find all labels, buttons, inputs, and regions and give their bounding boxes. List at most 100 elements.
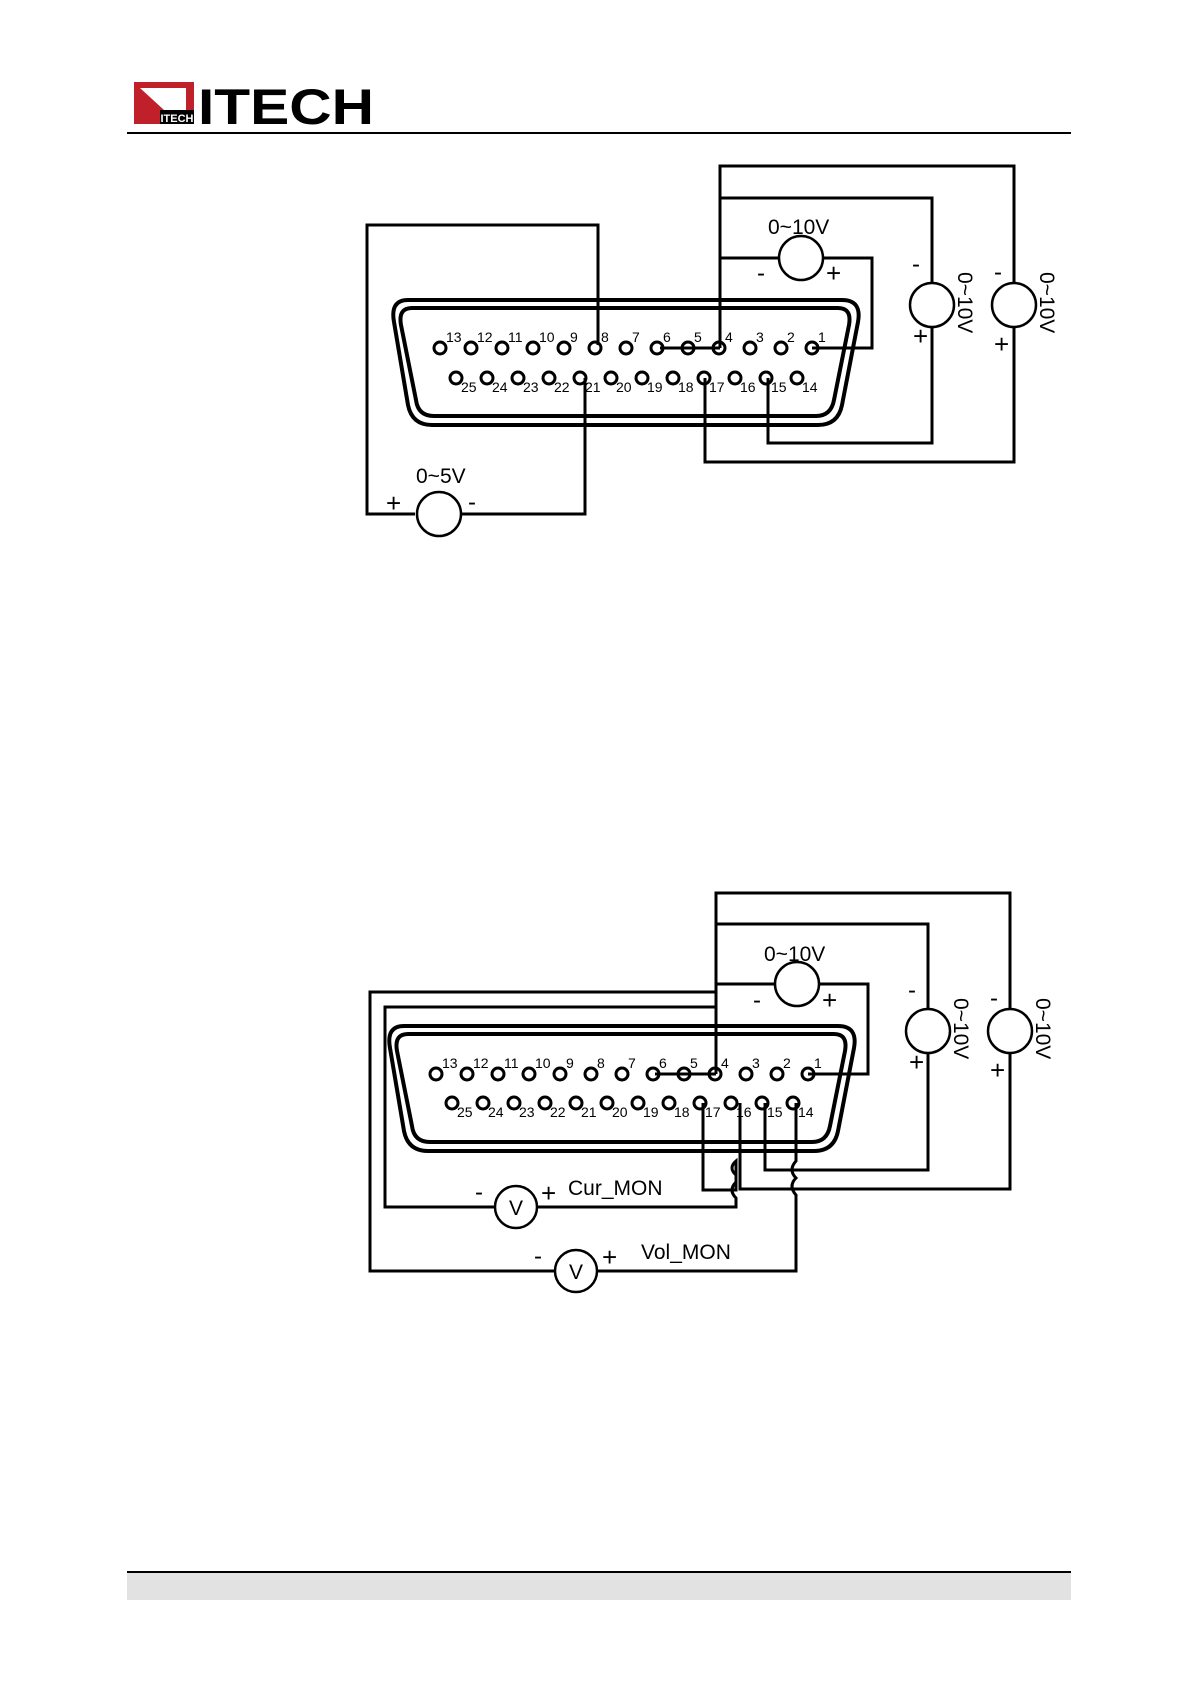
wire-pin21-to-5v [462, 378, 585, 514]
pin-7 [616, 1068, 628, 1080]
pin-3 [740, 1068, 752, 1080]
voltmeter-vol-plus: + [602, 1242, 617, 1272]
pin-label-24: 24 [488, 1104, 504, 1120]
pin-label-1: 1 [818, 329, 826, 345]
pin-label-23: 23 [523, 379, 539, 395]
cur-mon-label: Cur_MON [568, 1177, 663, 1200]
source-right2-label: 0~10V [1035, 272, 1058, 333]
pin-label-13: 13 [446, 329, 462, 345]
source-right1-10v: - + 0~10V [906, 977, 972, 1077]
pin-label-4: 4 [721, 1055, 729, 1071]
source-top-label: 0~10V [764, 943, 825, 966]
pin-8 [585, 1068, 597, 1080]
pin-label-24: 24 [492, 379, 508, 395]
pin-label-12: 12 [473, 1055, 489, 1071]
connector-shell [393, 300, 858, 425]
pin-label-16: 16 [740, 379, 756, 395]
pin-label-18: 18 [674, 1104, 690, 1120]
pin-label-25: 25 [461, 379, 477, 395]
source-top-10v: 0~10V - + [757, 216, 841, 288]
pin-label-13: 13 [442, 1055, 458, 1071]
source-right2-minus: - [990, 985, 998, 1012]
pin-2 [771, 1068, 783, 1080]
pin-label-5: 5 [694, 329, 702, 345]
pin-label-20: 20 [616, 379, 632, 395]
source-top-plus: + [822, 985, 837, 1015]
pin-label-19: 19 [647, 379, 663, 395]
pin-label-9: 9 [566, 1055, 574, 1071]
voltmeter-cur-symbol: V [509, 1197, 523, 1220]
pin-7 [620, 342, 632, 354]
source-right1-label: 0~10V [953, 272, 976, 333]
pin-label-20: 20 [612, 1104, 628, 1120]
pin-label-14: 14 [798, 1104, 814, 1120]
vol-mon-label: Vol_MON [641, 1241, 731, 1264]
source-top-10v: 0~10V - + [753, 943, 837, 1015]
pin-label-10: 10 [539, 329, 555, 345]
source-right2-minus: - [994, 259, 1002, 286]
pin-label-23: 23 [519, 1104, 535, 1120]
pin-row-bottom: 252423222120191817161514 [450, 372, 818, 395]
source-top-minus: - [757, 260, 765, 287]
source-right2-label: 0~10V [1031, 998, 1054, 1059]
pin-label-2: 2 [787, 329, 795, 345]
itech-logo: ITECH ITECH [134, 80, 374, 128]
pin-label-6: 6 [659, 1055, 667, 1071]
pin-11 [492, 1068, 504, 1080]
pin-label-1: 1 [814, 1055, 822, 1071]
pin-11 [496, 342, 508, 354]
source-top-minus: - [753, 987, 761, 1014]
source-right1-plus: + [913, 321, 928, 351]
source-right2-10v: - + 0~10V [992, 259, 1058, 359]
voltmeter-vol-mon: V - + Vol_MON [534, 1241, 731, 1292]
pin-label-16: 16 [736, 1104, 752, 1120]
pin-label-8: 8 [601, 329, 609, 345]
pin-label-15: 15 [767, 1104, 783, 1120]
wiring-diagram-external-control: 13121110987654321 2524232221201918171615… [0, 150, 1191, 550]
voltmeter-vol-minus: - [534, 1243, 542, 1270]
logo-badge-text: ITECH [161, 113, 194, 125]
source-right2-10v: - + 0~10V [988, 985, 1054, 1085]
source-top-label: 0~10V [768, 216, 829, 239]
pin-13 [434, 342, 446, 354]
source-right1-plus: + [909, 1047, 924, 1077]
source-top-plus: + [826, 258, 841, 288]
pin-label-4: 4 [725, 329, 733, 345]
pin-row-top: 13121110987654321 [430, 1055, 822, 1080]
voltmeter-vol-symbol: V [569, 1261, 583, 1284]
pin-label-15: 15 [771, 379, 787, 395]
pin-label-10: 10 [535, 1055, 551, 1071]
wires [370, 893, 1010, 1271]
pin-12 [465, 342, 477, 354]
pin-label-9: 9 [570, 329, 578, 345]
pin-10 [527, 342, 539, 354]
pin-label-25: 25 [457, 1104, 473, 1120]
pin-label-5: 5 [690, 1055, 698, 1071]
pin-10 [523, 1068, 535, 1080]
logo-brand-text: ITECH [198, 80, 374, 128]
source-bottom-label: 0~5V [416, 465, 466, 488]
pin-label-19: 19 [643, 1104, 659, 1120]
connector-shell [389, 1026, 854, 1151]
pin-label-3: 3 [756, 329, 764, 345]
voltmeter-cur-minus: - [475, 1179, 483, 1206]
pin-label-22: 22 [550, 1104, 566, 1120]
pin-label-14: 14 [802, 379, 818, 395]
source-right1-minus: - [912, 251, 920, 278]
source-right1-label: 0~10V [949, 998, 972, 1059]
pin-label-11: 11 [504, 1055, 519, 1071]
footer-band [127, 1573, 1071, 1600]
source-bottom-plus: + [386, 488, 401, 518]
pin-label-6: 6 [663, 329, 671, 345]
source-right2-plus: + [994, 329, 1009, 359]
pin-9 [554, 1068, 566, 1080]
source-right1-minus: - [908, 977, 916, 1004]
wiring-diagram-monitor-output: 13121110987654321 2524232221201918171615… [0, 875, 1191, 1295]
pin-label-22: 22 [554, 379, 570, 395]
pin-label-21: 21 [581, 1104, 597, 1120]
pin-label-7: 7 [628, 1055, 636, 1071]
source-bottom-5v: 0~5V + - [386, 465, 476, 536]
pin-9 [558, 342, 570, 354]
